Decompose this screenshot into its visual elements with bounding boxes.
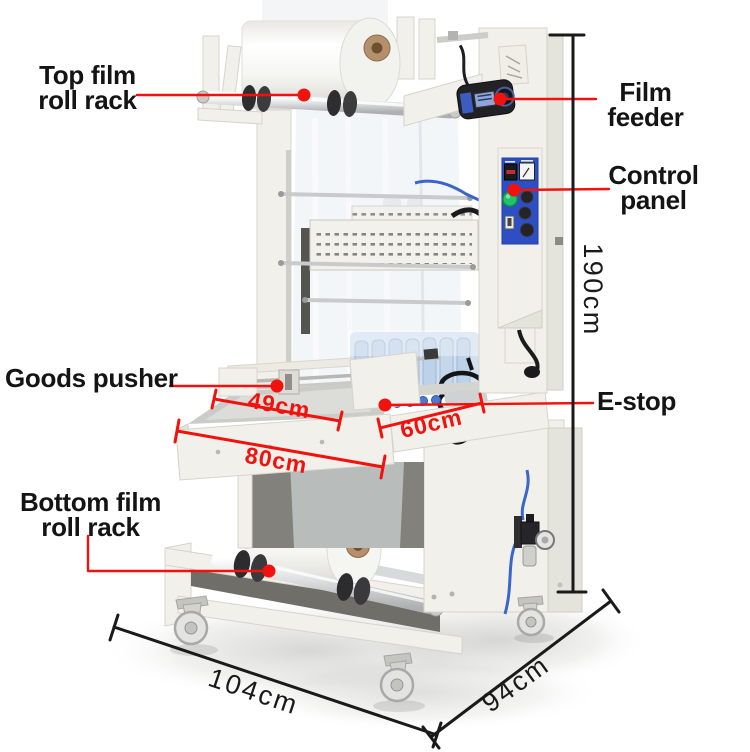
goods-pusher-device <box>218 348 441 411</box>
leader-control-panel <box>512 187 611 192</box>
dot-film-feeder <box>493 92 507 106</box>
casters <box>170 595 554 712</box>
label-bottom-film-roll-rack: Bottom film roll rack <box>19 487 162 542</box>
dimension-machine-height: 190cm <box>578 243 608 337</box>
caster-wheel <box>173 595 209 646</box>
dot-top-film-roll-rack <box>297 88 311 102</box>
label-goods-pusher: Goods pusher <box>5 363 178 393</box>
label-film-feeder: Film feeder <box>607 77 684 132</box>
dot-control-panel <box>507 183 521 197</box>
dimension-190cm: 190cm <box>548 33 608 594</box>
label-control-panel: Control panel <box>608 160 699 215</box>
dot-goods-pusher <box>270 379 284 393</box>
caster-wheel <box>516 595 546 637</box>
dot-bottom-film-roll-rack <box>262 564 276 578</box>
dot-e-stop <box>378 398 392 412</box>
control-panel-device <box>501 157 540 378</box>
top-film-roll <box>241 17 401 110</box>
leader-bottom-film-roll-rack <box>86 534 270 573</box>
annotation-leaders <box>86 88 611 578</box>
air-regulator <box>503 469 555 615</box>
label-top-film-roll-rack: Top film roll rack <box>38 60 137 115</box>
label-e-stop: E-stop <box>597 386 677 416</box>
machine-cabinet <box>423 419 583 613</box>
leader-e-stop <box>383 401 595 407</box>
top-film-roll-rack-device <box>196 0 516 127</box>
caster-wheel <box>379 652 415 703</box>
